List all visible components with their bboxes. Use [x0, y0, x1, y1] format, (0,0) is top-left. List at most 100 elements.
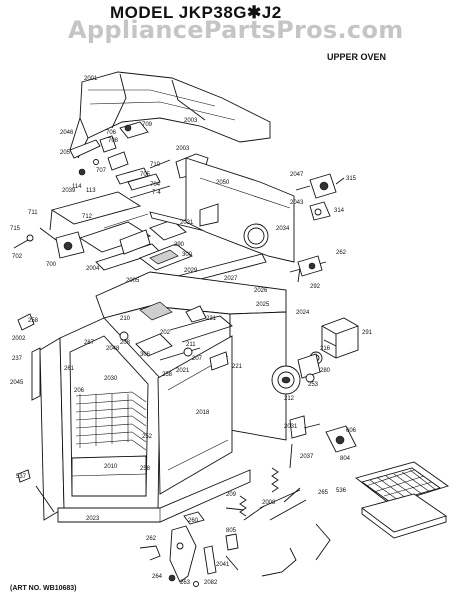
part-label: 706: [106, 130, 117, 136]
part-label: 2034: [276, 226, 290, 232]
upper-left-brackets: [78, 121, 161, 191]
part-label: 702: [12, 254, 23, 260]
part-label: 2025: [256, 302, 270, 308]
bottom-hardware: [139, 511, 331, 587]
part-label: 300: [182, 252, 193, 258]
part-label: 2003: [184, 118, 198, 124]
part-label: 262: [336, 250, 347, 256]
part-label: 263: [180, 580, 191, 586]
part-label: 2024: [296, 310, 310, 316]
door-hinges: [225, 467, 307, 521]
part-label: 7·4: [152, 190, 161, 196]
part-label: 805: [226, 528, 237, 534]
junction-box: [321, 317, 359, 359]
part-label: 2008: [262, 500, 276, 506]
part-label: 2030: [104, 376, 118, 382]
part-label: 292: [310, 284, 321, 290]
part-label: 212: [284, 396, 295, 402]
part-label: 114: [72, 184, 82, 190]
part-label: 711: [28, 210, 38, 216]
igniter-assembly: [13, 209, 85, 259]
part-label: 209: [226, 492, 237, 498]
part-label: 2031: [180, 220, 194, 226]
top-plate: [50, 191, 161, 271]
part-label: 2045: [10, 380, 24, 386]
part-label: 709: [142, 122, 153, 128]
part-label: 210: [120, 316, 131, 322]
part-label: 2005: [126, 278, 140, 284]
part-label: 2039: [62, 188, 76, 194]
part-label: 290: [174, 242, 185, 248]
part-label: 205: [60, 150, 71, 156]
part-label: 2023: [86, 516, 100, 522]
part-label: 202: [160, 330, 171, 336]
part-label: 113: [86, 188, 96, 194]
part-label: 2047: [290, 172, 304, 178]
art-number: (ART NO. WB10683): [10, 585, 77, 592]
part-label: 231: [206, 316, 217, 322]
center-cover: [139, 219, 193, 271]
part-label: 252: [142, 434, 153, 440]
part-label: 606: [346, 428, 357, 434]
part-label: 261: [64, 366, 75, 372]
part-label: 700: [46, 262, 57, 268]
part-label: 2001: [84, 76, 98, 82]
top-vent-hood: [69, 71, 271, 159]
part-label: 258: [162, 372, 173, 378]
part-label: 315: [346, 176, 357, 182]
part-label: 2046: [60, 130, 74, 136]
part-label: 537: [16, 474, 27, 480]
thermostat-assembly: [295, 173, 345, 221]
bottom-left-parts: [17, 469, 55, 513]
burner-tube-right: [289, 255, 327, 283]
part-label: 2021: [176, 368, 190, 374]
oven-light-assembly: [271, 351, 323, 395]
part-label: 237: [12, 356, 23, 362]
right-components: [289, 415, 357, 469]
part-label: 265: [318, 490, 329, 496]
part-label: 280: [320, 368, 331, 374]
oven-cavity: [39, 271, 287, 523]
part-label: 306: [140, 352, 151, 358]
part-label: 2050: [216, 180, 230, 186]
part-label: 2041: [216, 562, 230, 568]
part-label: 260: [188, 518, 199, 524]
part-label: 253: [308, 382, 319, 388]
part-label: 221: [232, 364, 243, 370]
part-label: 258: [140, 466, 151, 472]
part-label: 2037: [300, 454, 314, 460]
part-label: 216: [320, 346, 331, 352]
part-label: 2004: [86, 266, 100, 272]
part-labels: 2001 2046 709 2003 706 708 205 114 113 7…: [10, 76, 373, 586]
part-label: 804: [340, 456, 351, 462]
part-label: 707: [96, 168, 107, 174]
part-label: 2027: [224, 276, 238, 282]
part-label: 262: [146, 536, 157, 542]
part-label: 206: [74, 388, 85, 394]
part-label: 291: [362, 330, 373, 336]
oven-rack: [75, 391, 147, 451]
part-label: 536: [336, 488, 347, 494]
broiler-grid: [365, 469, 437, 501]
watermark: AppliancePartsPros.com: [68, 16, 404, 44]
diagonal-rods: [129, 159, 171, 199]
part-label: 2031: [284, 424, 298, 430]
part-label: 208: [120, 340, 131, 346]
part-label: 2002: [12, 336, 26, 342]
part-label: 712: [82, 214, 93, 220]
part-label: 708: [108, 138, 119, 144]
section-label: UPPER OVEN: [327, 52, 387, 62]
part-label: 2018: [196, 410, 210, 416]
part-label: 2010: [104, 464, 118, 470]
part-label: 314: [334, 208, 345, 214]
part-label: 2082: [204, 580, 218, 586]
part-label: 715: [10, 226, 21, 232]
model-title: MODEL JKP38G✱J2: [110, 3, 282, 22]
part-label: 2003: [176, 146, 190, 152]
left-trim: [17, 313, 41, 401]
part-label: 2029: [184, 268, 198, 274]
part-label: 211: [186, 342, 196, 348]
part-label: 2026: [254, 288, 268, 294]
part-label: 705: [140, 172, 151, 178]
